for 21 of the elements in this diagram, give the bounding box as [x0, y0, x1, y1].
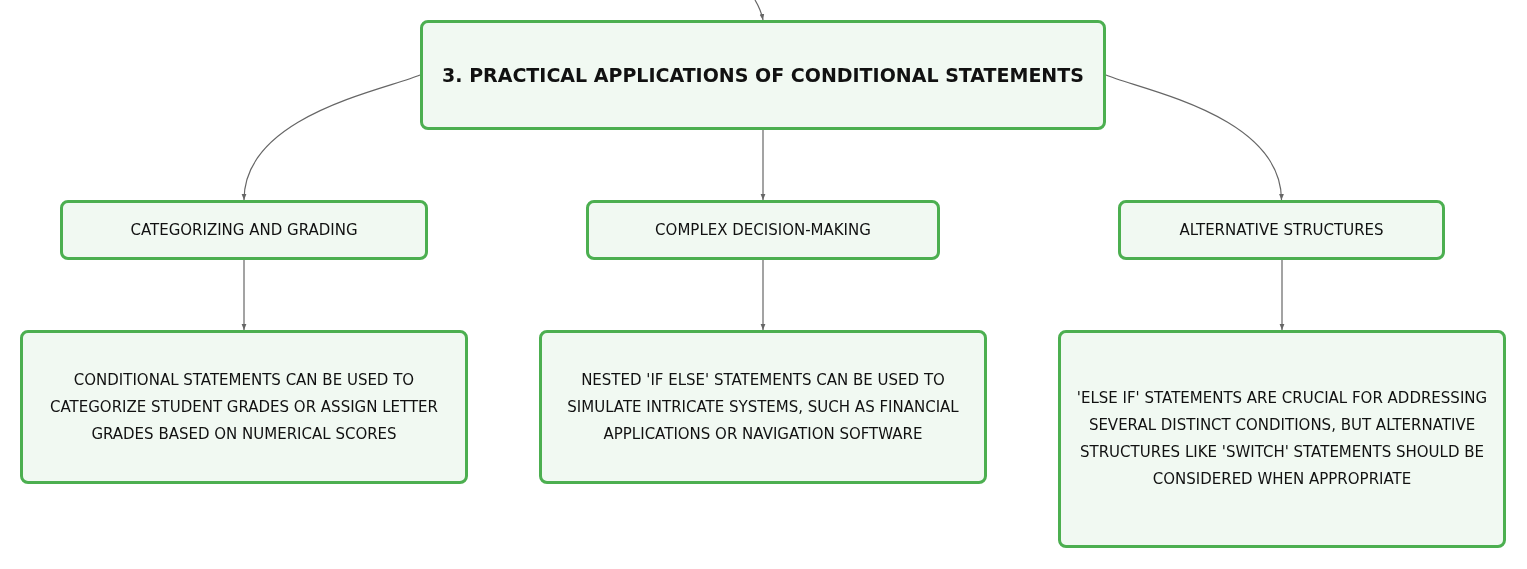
node-text: COMPLEX DECISION-MAKING [655, 219, 871, 241]
connector-arrow [242, 74, 421, 201]
topic-title: 3. PRACTICAL APPLICATIONS OF CONDITIONAL STATEMENTS [442, 62, 1084, 88]
subtopic-box [1118, 200, 1445, 260]
connector-arrow [760, 129, 766, 201]
connector-arrow [1105, 74, 1284, 201]
node-text: NESTED 'IF ELSE' STATEMENTS CAN BE USED TO SIMULATE INTRICATE SYSTEMS, SUCH AS FINANCIAL APPLICATIONS OR NAVIGATION SOFTWARE [566, 369, 960, 445]
node-text: CATEGORIZING AND GRADING [130, 219, 358, 241]
connector-arrow [241, 259, 247, 331]
connector-arrow [754, 0, 765, 21]
detail-box [1058, 330, 1506, 548]
subtopic-box [586, 200, 940, 260]
topic-box [420, 20, 1106, 130]
connector-arrow [760, 259, 766, 331]
detail-box [20, 330, 468, 484]
node-text: ALTERNATIVE STRUCTURES [1179, 219, 1384, 241]
node-text: CONDITIONAL STATEMENTS CAN BE USED TO CATEGORIZE STUDENT GRADES OR ASSIGN LETTER GRADES BASED ON NUMERICAL SCORES [49, 369, 439, 445]
detail-box [539, 330, 987, 484]
subtopic-box [60, 200, 428, 260]
node-text: 'ELSE IF' STATEMENTS ARE CRUCIAL FOR ADDRESSING SEVERAL DISTINCT CONDITIONS, BUT ALTERNATIVE STRUCTURES LIKE 'SWITCH' STATEMENTS SHOULD BE CONSIDERED WHEN APPROPRIATE [1075, 388, 1489, 490]
connector-arrow [1279, 259, 1285, 331]
